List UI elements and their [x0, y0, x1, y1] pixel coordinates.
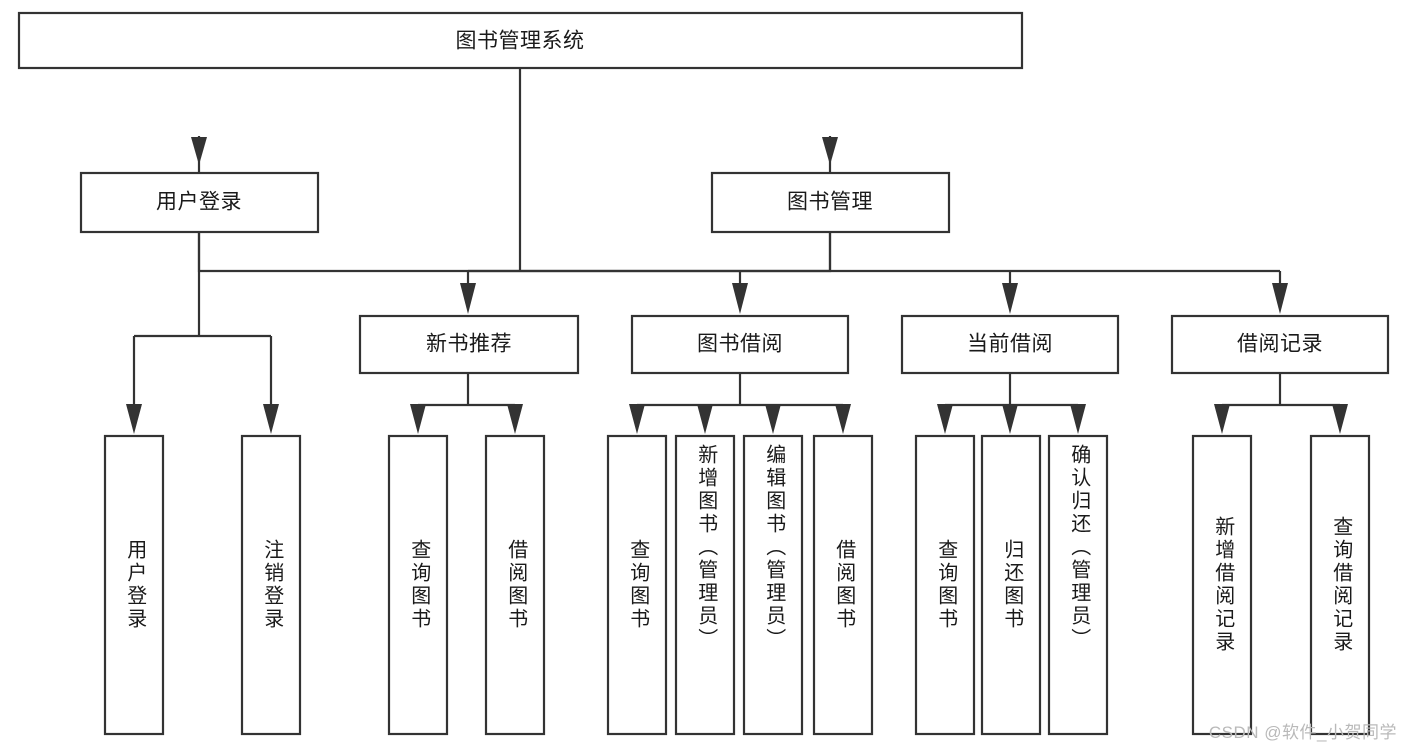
connector-bookborrow-to-leaves [629, 373, 851, 434]
node-current-borrow[interactable]: 当前借阅 [900, 314, 1120, 375]
arrow-borrowrecord-leaf-1 [1214, 404, 1230, 434]
arrow-bookborrow-leaf-4 [835, 404, 851, 434]
arrow-userlogin-leaf-2 [263, 404, 279, 434]
leaf-box-user-login-2[interactable] [240, 434, 302, 736]
csdn-watermark: CSDN @软件_小贺同学 [1208, 723, 1397, 742]
node-book-borrow-box[interactable] [630, 314, 850, 375]
arrow-borrowrecord-leaf-2 [1332, 404, 1348, 434]
node-current-borrow-label: 当前借阅 [967, 333, 1053, 356]
connector-currentborrow-to-leaves [937, 373, 1086, 434]
connector-borrowrecord-to-leaves [1214, 373, 1348, 434]
node-borrow-record-box[interactable] [1170, 314, 1390, 375]
arrow-userlogin-leaf-1 [126, 404, 142, 434]
arrow-newbook-leaf-2 [507, 404, 523, 434]
arrow-newbook-leaf-1 [410, 404, 426, 434]
arrow-to-user-login [191, 137, 207, 165]
node-borrow-record[interactable]: 借阅记录 [1170, 314, 1390, 375]
connector-bookmanage-to-level3 [460, 232, 1288, 314]
leaf-box-book-borrow-2[interactable] [674, 434, 736, 736]
arrow-bookborrow-leaf-2 [697, 404, 713, 434]
arrow-to-book-borrow [732, 283, 748, 314]
node-new-book-recommend-box[interactable] [358, 314, 580, 375]
node-root[interactable]: 图书管理系统 [17, 11, 1024, 70]
connector-newbook-to-leaves [410, 373, 523, 434]
node-book-borrow-label: 图书借阅 [697, 333, 783, 356]
node-new-book-recommend[interactable]: 新书推荐 [358, 314, 580, 375]
node-user-login[interactable]: 用户登录 [79, 171, 320, 234]
arrow-currentborrow-leaf-1 [937, 404, 953, 434]
leaf-box-new-book-1[interactable] [387, 434, 449, 736]
node-root-box[interactable] [17, 11, 1024, 70]
leaf-box-borrow-record-1[interactable] [1191, 434, 1253, 736]
node-book-manage[interactable]: 图书管理 [710, 171, 951, 234]
leaf-box-borrow-record-2[interactable] [1309, 434, 1371, 736]
node-book-borrow[interactable]: 图书借阅 [630, 314, 850, 375]
arrow-to-borrow-record [1272, 283, 1288, 314]
arrow-to-current-borrow [1002, 283, 1018, 314]
leaf-box-current-borrow-1[interactable] [914, 434, 976, 736]
node-new-book-recommend-label: 新书推荐 [426, 333, 512, 356]
node-current-borrow-box[interactable] [900, 314, 1120, 375]
node-user-login-label: 用户登录 [156, 191, 242, 214]
leaf-box-book-borrow-1[interactable] [606, 434, 668, 736]
node-book-manage-box[interactable] [710, 171, 951, 234]
connector-root-to-level2 [191, 68, 838, 273]
arrow-bookborrow-leaf-3 [765, 404, 781, 434]
arrow-bookborrow-leaf-1 [629, 404, 645, 434]
leaf-box-current-borrow-3[interactable] [1047, 434, 1109, 736]
arrow-currentborrow-leaf-2 [1002, 404, 1018, 434]
node-user-login-box[interactable] [79, 171, 320, 234]
leaf-box-user-login-1[interactable] [103, 434, 165, 736]
arrow-to-new-book [460, 283, 476, 314]
arrow-currentborrow-leaf-3 [1070, 404, 1086, 434]
leaf-box-new-book-2[interactable] [484, 434, 546, 736]
arrow-to-book-manage [822, 137, 838, 165]
node-borrow-record-label: 借阅记录 [1237, 333, 1323, 356]
leaf-box-current-borrow-2[interactable] [980, 434, 1042, 736]
connector-userlogin-to-leaves [126, 232, 279, 434]
node-book-manage-label: 图书管理 [787, 191, 873, 214]
leaf-box-book-borrow-3[interactable] [742, 434, 804, 736]
node-root-label: 图书管理系统 [456, 30, 585, 53]
leaf-box-book-borrow-4[interactable] [812, 434, 874, 736]
